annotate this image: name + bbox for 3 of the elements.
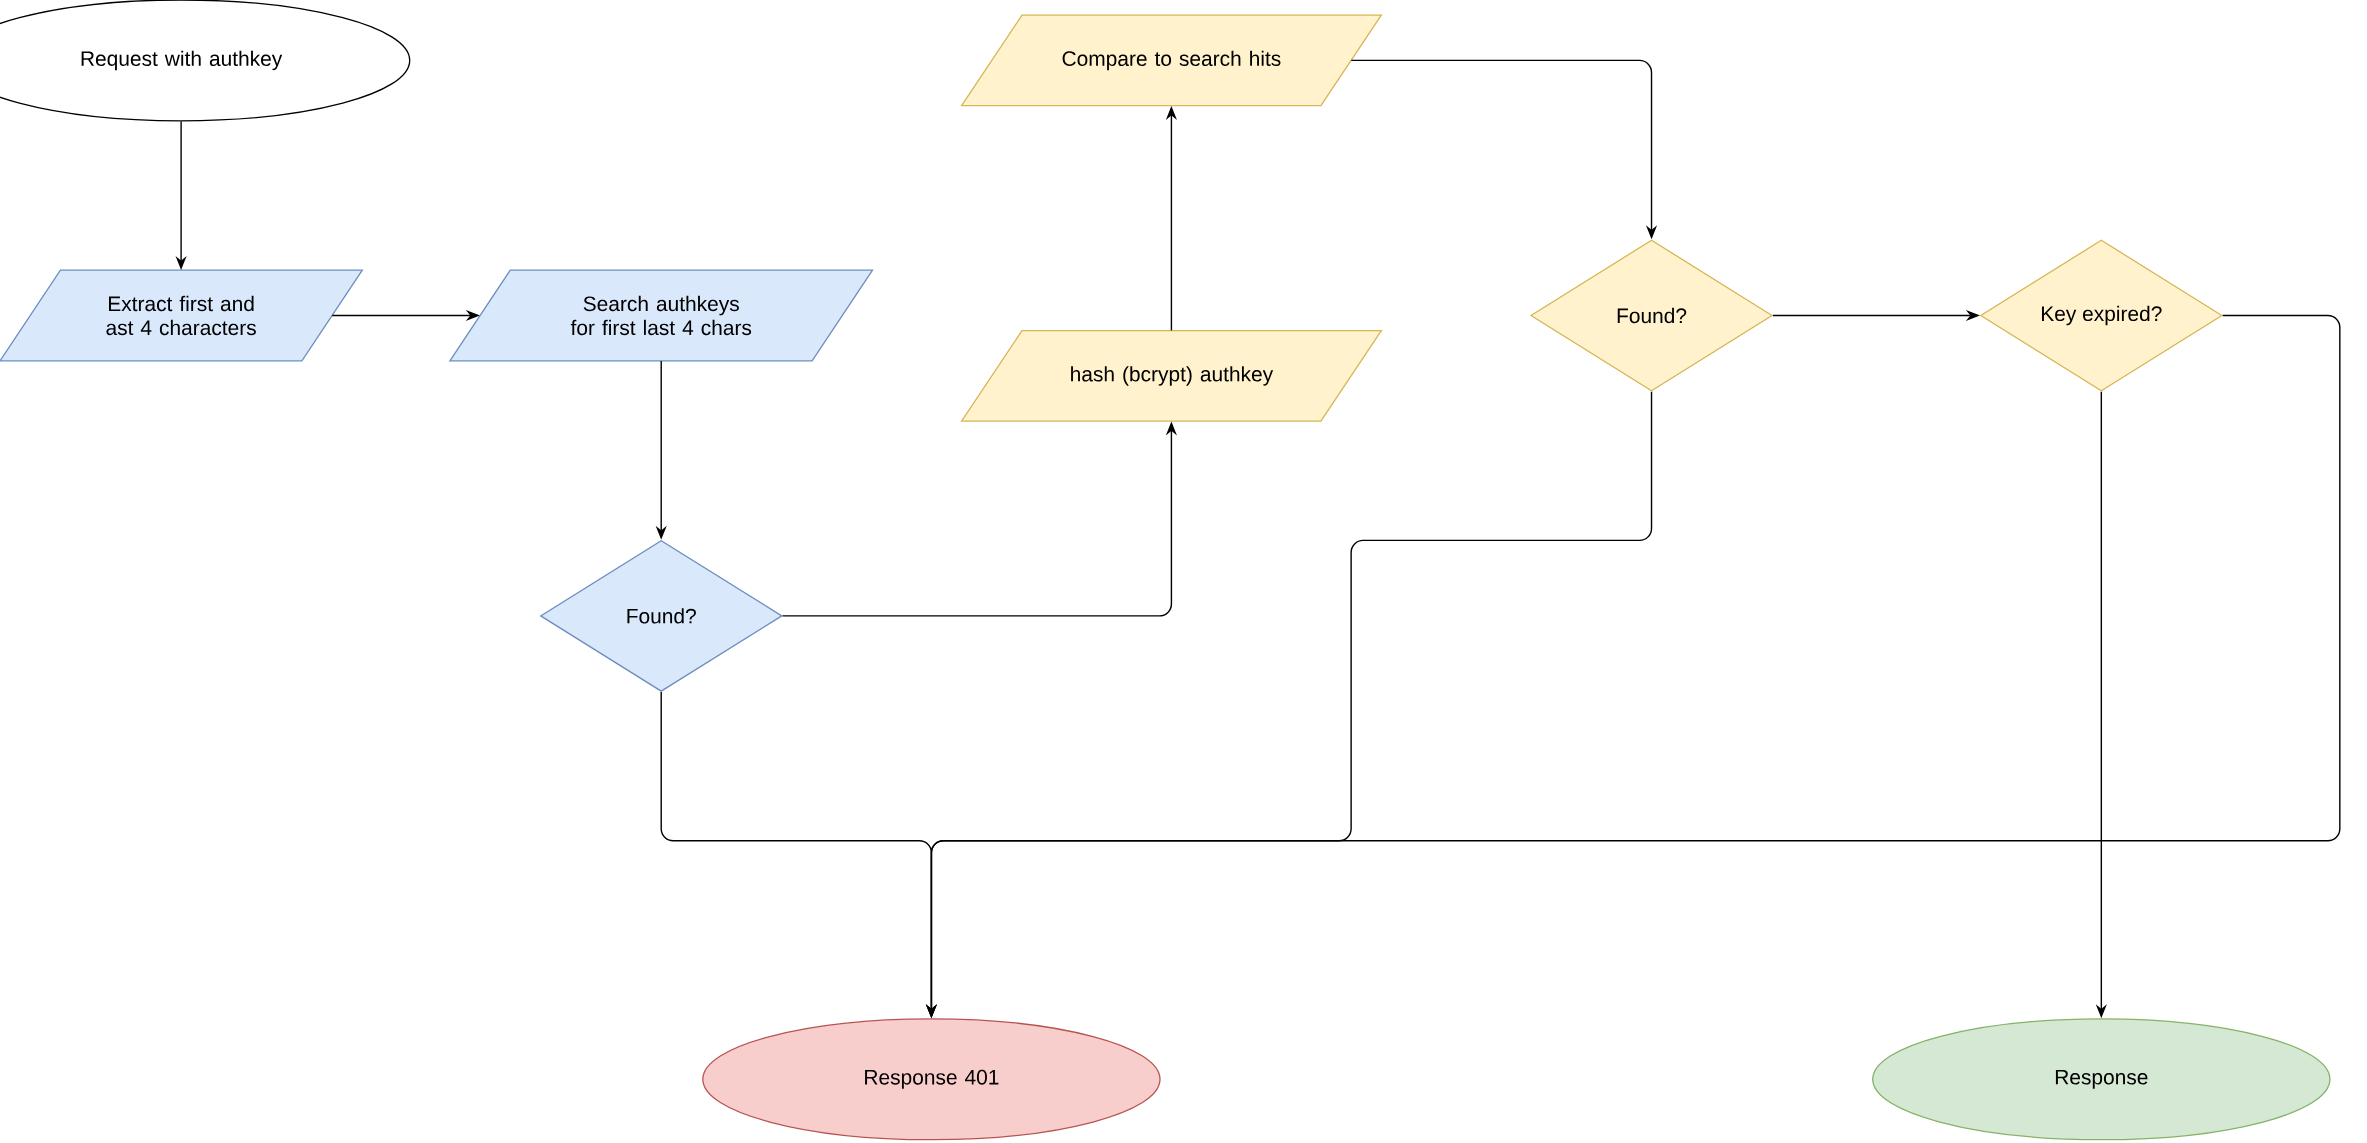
data-parallelogram: hash (bcrypt) authkey (960, 329, 1383, 422)
data-parallelogram: Extract first and ast 4 characters (0, 269, 364, 362)
data-parallelogram: Compare to search hits (960, 14, 1383, 107)
